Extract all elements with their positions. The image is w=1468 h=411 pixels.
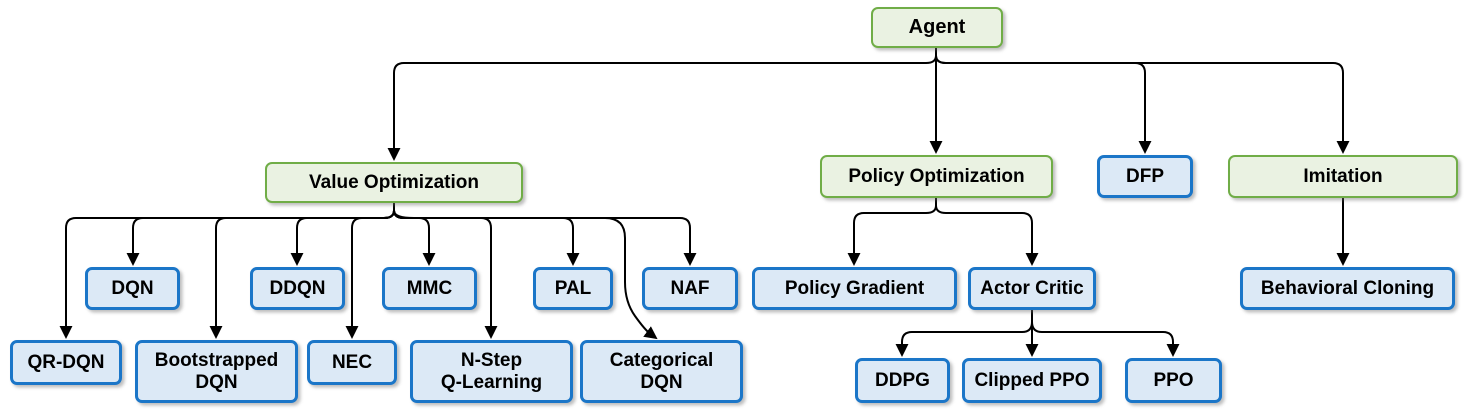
node-label: Clipped PPO (974, 369, 1090, 391)
node-actor-critic: Actor Critic (968, 267, 1096, 310)
edge-value-optimization-to-dqn (126, 203, 395, 266)
node-qr-dqn: QR-DQN (10, 340, 122, 385)
node-label: PAL (554, 277, 592, 299)
edge-actor-critic-to-ddpg (895, 310, 1033, 357)
node-behavioral-cloning: Behavioral Cloning (1240, 267, 1455, 310)
edge-agent-to-value-optimization (387, 48, 937, 161)
node-policy-optimization: Policy Optimization (820, 155, 1053, 198)
edge-value-optimization-to-naf (393, 203, 697, 266)
node-label: Policy Gradient (784, 277, 925, 299)
node-ddqn: DDQN (250, 267, 345, 310)
node-bootstrapped-dqn: Bootstrapped DQN (135, 340, 298, 403)
node-ddpg: DDPG (855, 358, 950, 403)
node-label: PPO (1153, 369, 1194, 391)
edge-policy-optimization-to-policy-gradient (847, 198, 937, 266)
edge-agent-to-imitation (935, 48, 1350, 154)
node-label: N-Step Q-Learning (440, 349, 543, 393)
node-policy-gradient: Policy Gradient (752, 267, 957, 310)
node-label: MMC (406, 277, 453, 299)
node-label: Value Optimization (309, 171, 479, 193)
node-label: Agent (908, 16, 966, 38)
node-label: Bootstrapped DQN (154, 349, 279, 393)
node-label: DDQN (269, 277, 326, 299)
node-ppo: PPO (1125, 358, 1222, 403)
edge-actor-critic-to-ppo (1031, 310, 1180, 357)
edge-value-optimization-to-mmc (393, 203, 436, 266)
node-label: Imitation (1303, 165, 1383, 187)
node-label: Behavioral Cloning (1260, 277, 1435, 299)
edge-value-optimization-to-pal (393, 203, 580, 266)
node-mmc: MMC (382, 267, 477, 310)
node-imitation: Imitation (1228, 155, 1458, 198)
node-label: NEC (331, 351, 373, 373)
node-nec: NEC (307, 340, 397, 385)
node-agent: Agent (871, 7, 1003, 48)
node-label: QR-DQN (27, 351, 105, 373)
node-n-step-q-learning: N-Step Q-Learning (410, 340, 573, 403)
node-dqn: DQN (85, 267, 180, 310)
edge-policy-optimization-to-actor-critic (935, 198, 1039, 266)
node-label: Categorical DQN (609, 349, 714, 393)
node-label: DDPG (875, 369, 930, 391)
node-value-optimization: Value Optimization (265, 162, 523, 203)
node-label: DFP (1126, 165, 1164, 187)
node-label: Actor Critic (980, 277, 1084, 299)
node-label: DQN (111, 277, 154, 299)
node-pal: PAL (533, 267, 613, 310)
node-naf: NAF (642, 267, 738, 310)
node-categorical-dqn: Categorical DQN (580, 340, 743, 403)
node-dfp: DFP (1097, 155, 1193, 198)
edge-value-optimization-to-ddqn (290, 203, 395, 266)
node-label: NAF (670, 277, 710, 299)
node-clipped-ppo: Clipped PPO (962, 358, 1102, 403)
node-label: Policy Optimization (848, 165, 1025, 187)
